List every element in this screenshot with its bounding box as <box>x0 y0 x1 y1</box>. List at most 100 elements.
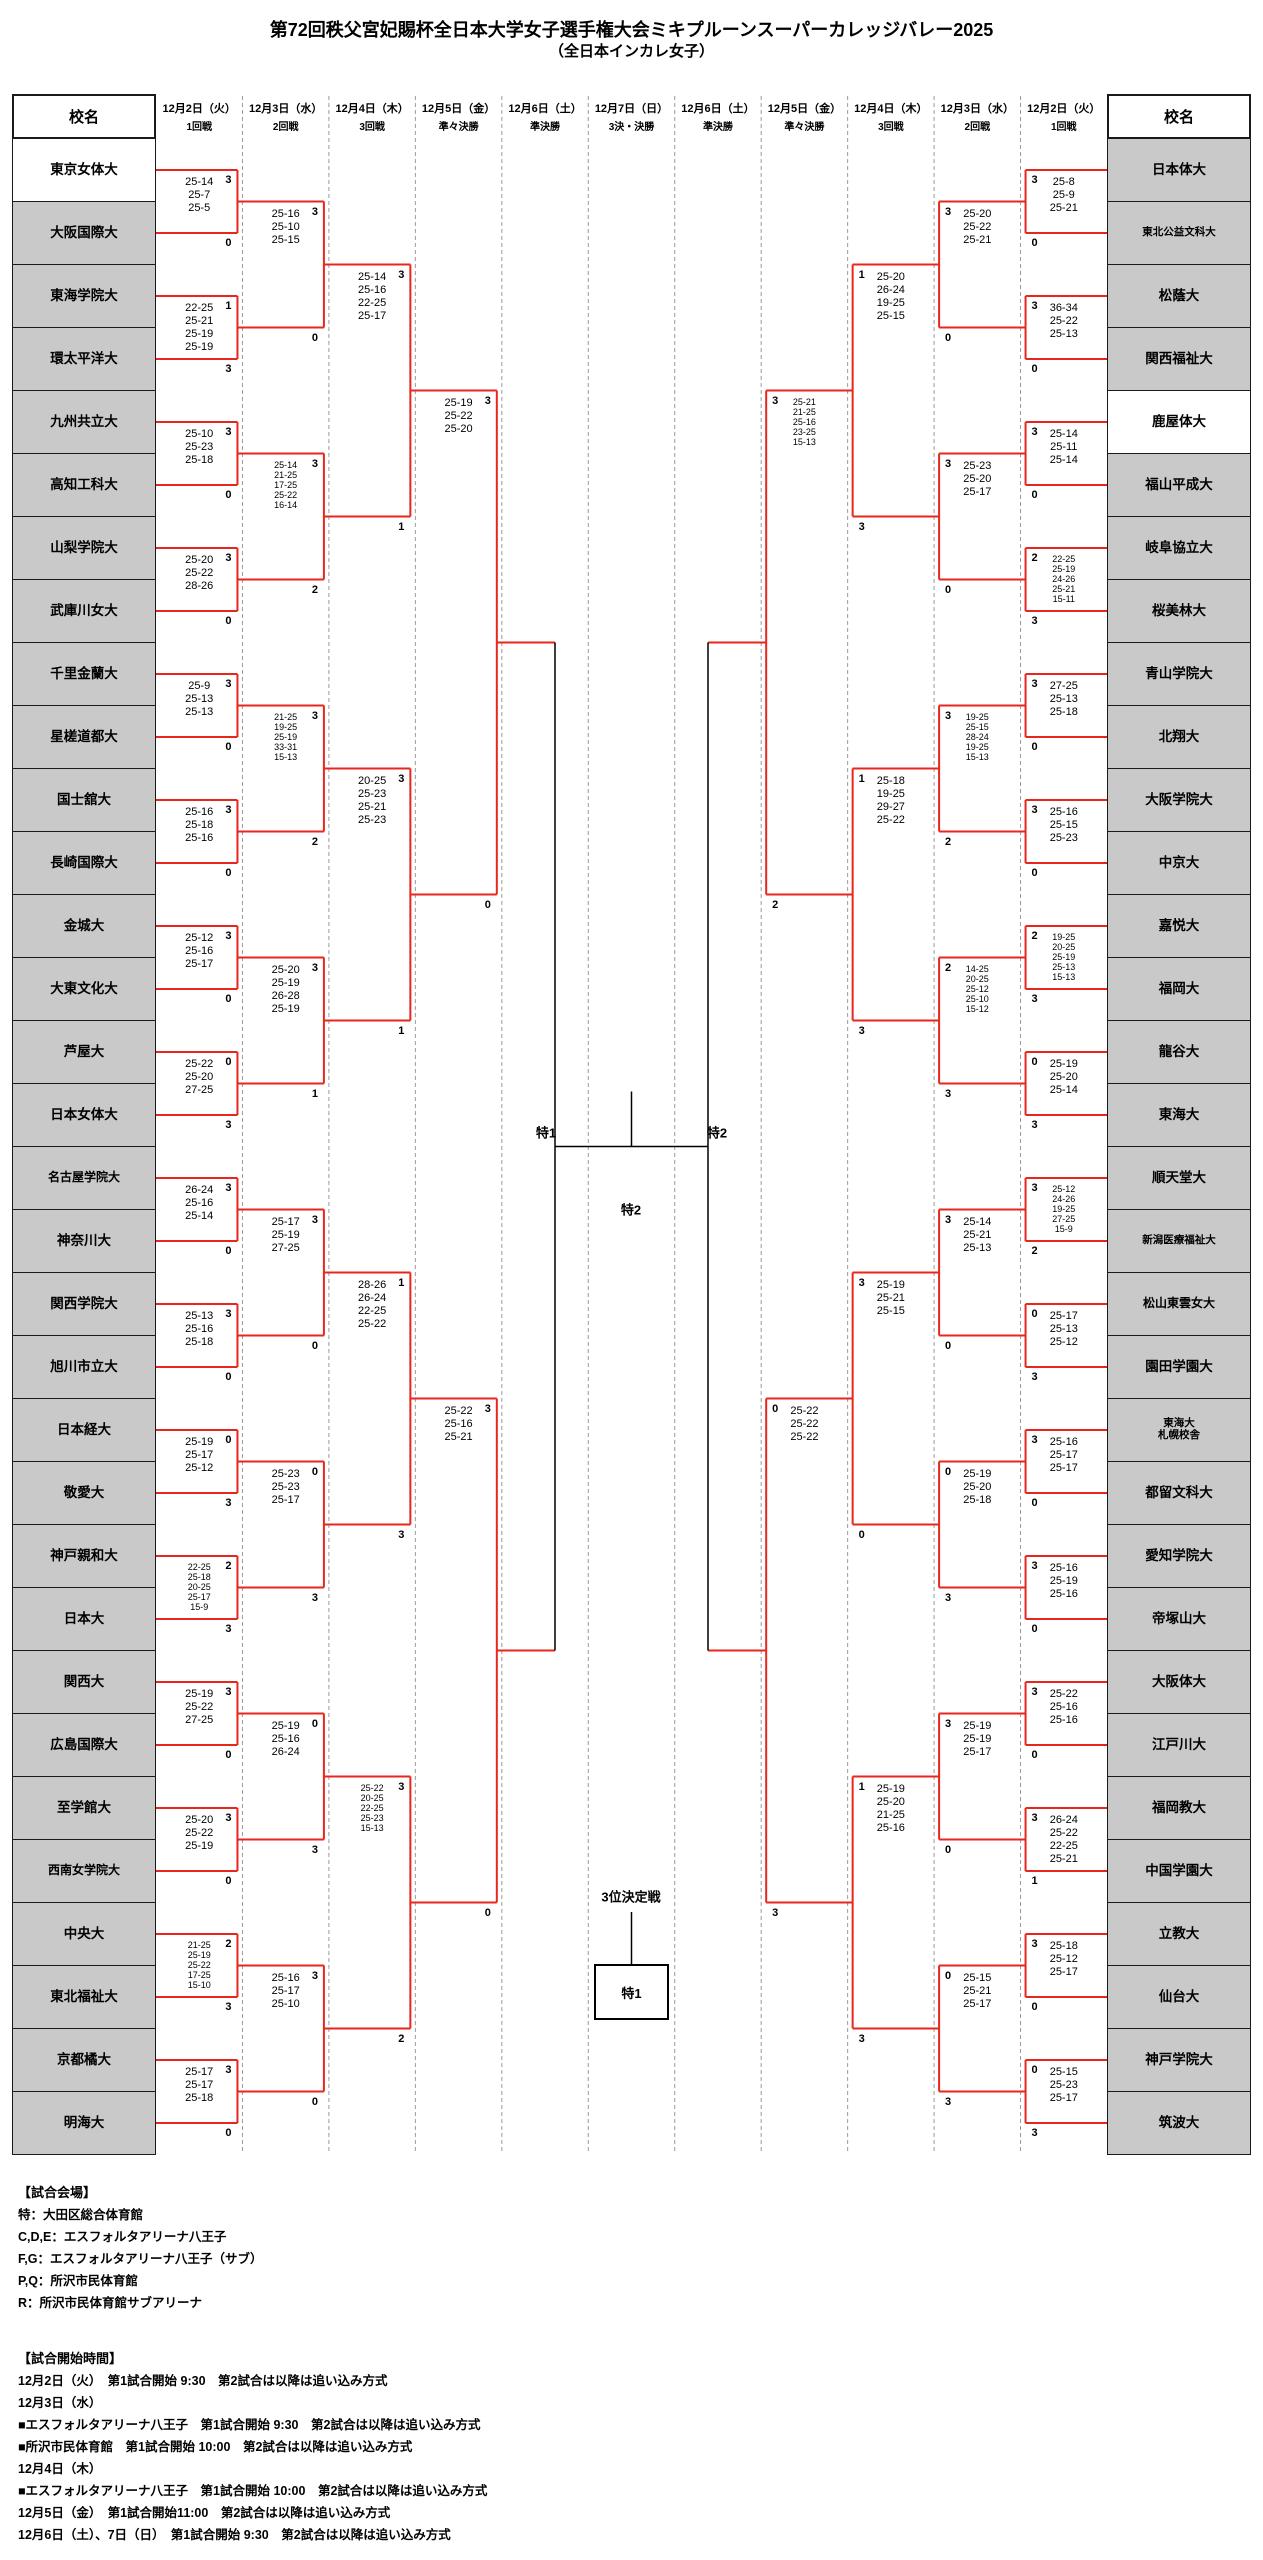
sets-count-label: 3 <box>945 1717 952 1730</box>
round-date: 12月4日（木） <box>335 103 409 115</box>
sets-count-label: 3 <box>1031 615 1038 627</box>
sets-count-label: 0 <box>1031 1056 1038 1068</box>
sets-count-label: 3 <box>1031 1434 1038 1446</box>
sets-count-label: 0 <box>484 1906 491 1919</box>
team-cell: 東北公益文科大 <box>1107 201 1251 265</box>
team-cell: 東海大 <box>1107 1083 1251 1147</box>
semifinal-right-venue-label: 特2 <box>706 1125 728 1141</box>
sets-count-label: 0 <box>225 615 232 627</box>
sets-count-label: 3 <box>858 1276 865 1289</box>
sets-count-label: 2 <box>945 961 952 974</box>
sets-count-label: 3 <box>311 709 318 722</box>
team-cell: 旭川市立大 <box>12 1335 156 1399</box>
sets-count-label: 0 <box>1031 363 1038 375</box>
sets-count-label: 3 <box>1031 1119 1038 1131</box>
sets-count-label: 0 <box>1031 1623 1038 1635</box>
sets-count-label: 0 <box>1031 2001 1038 2013</box>
sets-count-label: 3 <box>225 2001 232 2013</box>
sets-count-label: 0 <box>1031 1749 1038 1761</box>
time-section: 【試合開始時間】 12月2日（火） 第1試合開始 9:30 第2試合は以降は追い… <box>18 2348 487 2546</box>
sets-count-label: 3 <box>225 2064 232 2076</box>
team-cell: 東京女体大 <box>12 138 156 202</box>
sets-count-label: 3 <box>858 520 865 533</box>
time-line: 12月3日（水） <box>18 2396 102 2410</box>
sets-count-label: 2 <box>772 898 779 911</box>
team-cell: 新潟医療福祉大 <box>1107 1209 1251 1273</box>
team-cell: 立教大 <box>1107 1902 1251 1966</box>
sets-count-label: 3 <box>311 205 318 218</box>
sets-count-label: 1 <box>225 300 232 312</box>
sets-count-label: 0 <box>311 1717 318 1730</box>
sets-count-label: 0 <box>1031 237 1038 249</box>
round-name: 3決・決勝 <box>608 122 655 133</box>
team-cell: 鹿屋体大 <box>1107 390 1251 454</box>
team-cell: 龍谷大 <box>1107 1020 1251 1084</box>
sets-count-label: 3 <box>945 2095 952 2108</box>
sets-count-label: 0 <box>311 331 318 344</box>
round-date: 12月5日（金） <box>767 103 842 115</box>
team-cell: 中国学園大 <box>1107 1839 1251 1903</box>
round-date: 12月4日（木） <box>854 103 928 115</box>
name-header-left: 校名 <box>12 94 156 139</box>
sets-count-label: 3 <box>225 426 232 438</box>
team-cell: 江戸川大 <box>1107 1713 1251 1777</box>
round-header: 12月7日（日）3決・決勝 <box>588 100 674 133</box>
team-cell: 中京大 <box>1107 831 1251 895</box>
sets-count-label: 3 <box>1031 678 1038 690</box>
third-place-venue-box: 特1 <box>594 1964 669 2020</box>
time-line: 12月6日（土）、7日（日） 第1試合開始 9:30 第2試合は以降は追い込み方… <box>18 2528 451 2542</box>
sets-count-label: 3 <box>225 1686 232 1698</box>
sets-count-label: 0 <box>225 1245 232 1257</box>
team-cell: 関西大 <box>12 1650 156 1714</box>
team-cell: 松山東雲女大 <box>1107 1272 1251 1336</box>
round-name: 2回戦 <box>272 122 299 133</box>
sets-count-label: 3 <box>311 1843 318 1856</box>
round-date: 12月3日（水） <box>249 103 323 115</box>
team-cell: 芦屋大 <box>12 1020 156 1084</box>
sets-count-label: 0 <box>225 993 232 1005</box>
sets-count-label: 3 <box>311 961 318 974</box>
sets-count-label: 3 <box>858 1024 865 1037</box>
sets-count-label: 3 <box>772 1906 779 1919</box>
sets-count-label: 3 <box>945 1087 952 1100</box>
team-cell: 日本経大 <box>12 1398 156 1462</box>
sets-count-label: 2 <box>1031 930 1038 942</box>
round-name: 準決勝 <box>702 122 733 133</box>
sets-count-label: 0 <box>945 1339 952 1352</box>
team-cell: 東海大札幌校舎 <box>1107 1398 1251 1462</box>
time-line: ■エスフォルタアリーナ八王子 第1試合開始 10:00 第2試合は以降は追い込み… <box>18 2484 488 2498</box>
round-name: 準々決勝 <box>438 122 479 133</box>
sets-count-label: 2 <box>225 1938 232 1950</box>
sets-count-label: 2 <box>311 835 318 848</box>
venue-line: C,D,E：エスフォルタアリーナ八王子 <box>18 2230 227 2244</box>
round-header: 12月4日（木）3回戦 <box>329 100 415 133</box>
team-cell: 松蔭大 <box>1107 264 1251 328</box>
team-cell: 桜美林大 <box>1107 579 1251 643</box>
sets-count-label: 3 <box>858 2032 865 2045</box>
